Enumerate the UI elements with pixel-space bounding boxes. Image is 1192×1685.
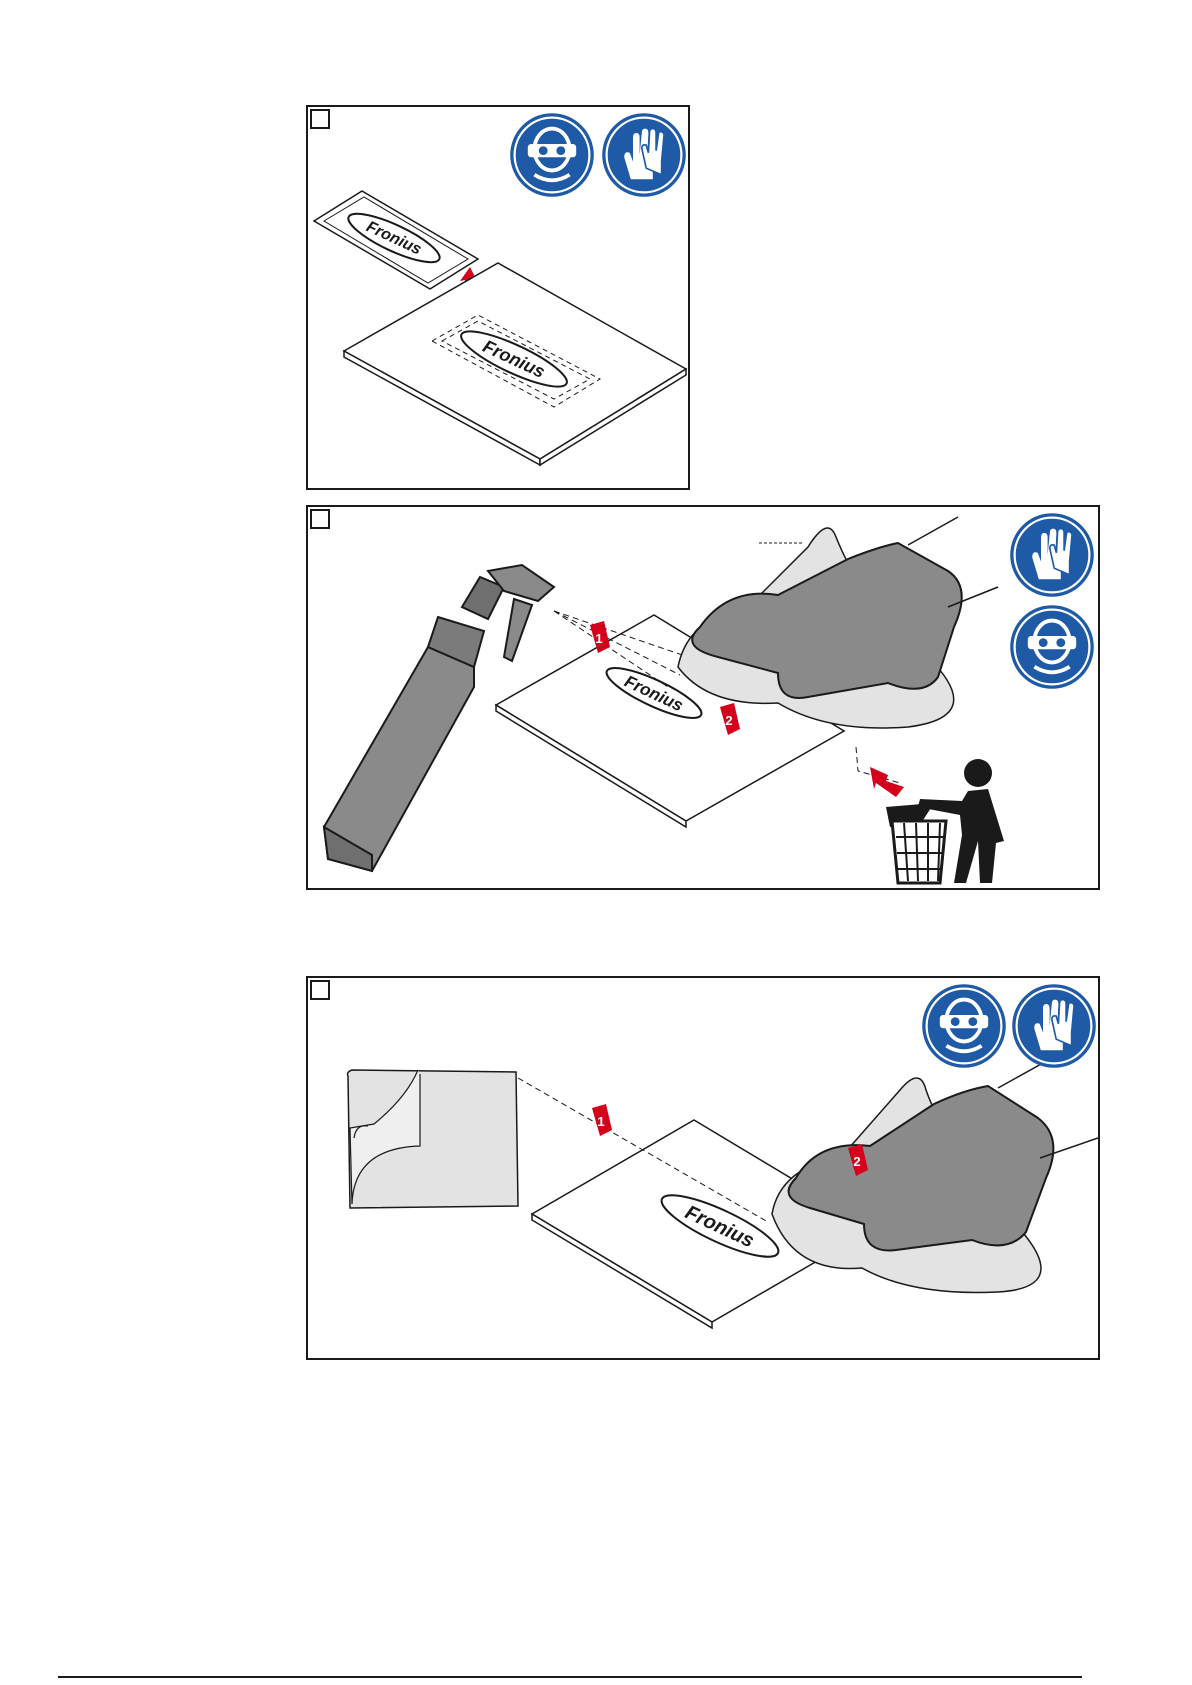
dry-surface-illustration: Fronius 1 2: [308, 978, 1100, 1360]
dispose-in-trash-icon: [886, 759, 1004, 883]
svg-text:1: 1: [597, 1114, 604, 1129]
gloved-hand-with-cloth: [678, 517, 998, 728]
step-marker-1: 1: [592, 1104, 612, 1136]
panel-surface: Fronius: [344, 263, 686, 465]
clean-surface-illustration: Fronius 1: [308, 507, 1100, 890]
step-marker-1: 1: [590, 621, 610, 653]
illustration-panel-3: Fronius 1 2: [306, 976, 1100, 1360]
footer-rule: [58, 1676, 1082, 1678]
protective-gloves-icon: [1010, 513, 1094, 597]
dispose-arrow-icon: [856, 747, 904, 797]
illustration-panel-1: Fronius Fronius: [306, 105, 690, 490]
eye-protection-icon: [1010, 605, 1094, 689]
folded-cloth-icon: [348, 1070, 519, 1208]
svg-text:2: 2: [853, 1154, 860, 1169]
gloved-hand-with-cloth: [772, 1058, 1098, 1293]
svg-text:1: 1: [595, 631, 602, 646]
remove-label-illustration: Fronius Fronius: [308, 107, 690, 490]
illustration-panel-2: Fronius 1: [306, 505, 1100, 890]
label-sticker: Fronius: [314, 191, 478, 289]
eye-protection-icon: [510, 113, 594, 197]
eye-protection-icon: [922, 984, 1006, 1068]
svg-text:2: 2: [725, 713, 732, 728]
protective-gloves-icon: [602, 113, 686, 197]
protective-gloves-icon: [1012, 984, 1096, 1068]
